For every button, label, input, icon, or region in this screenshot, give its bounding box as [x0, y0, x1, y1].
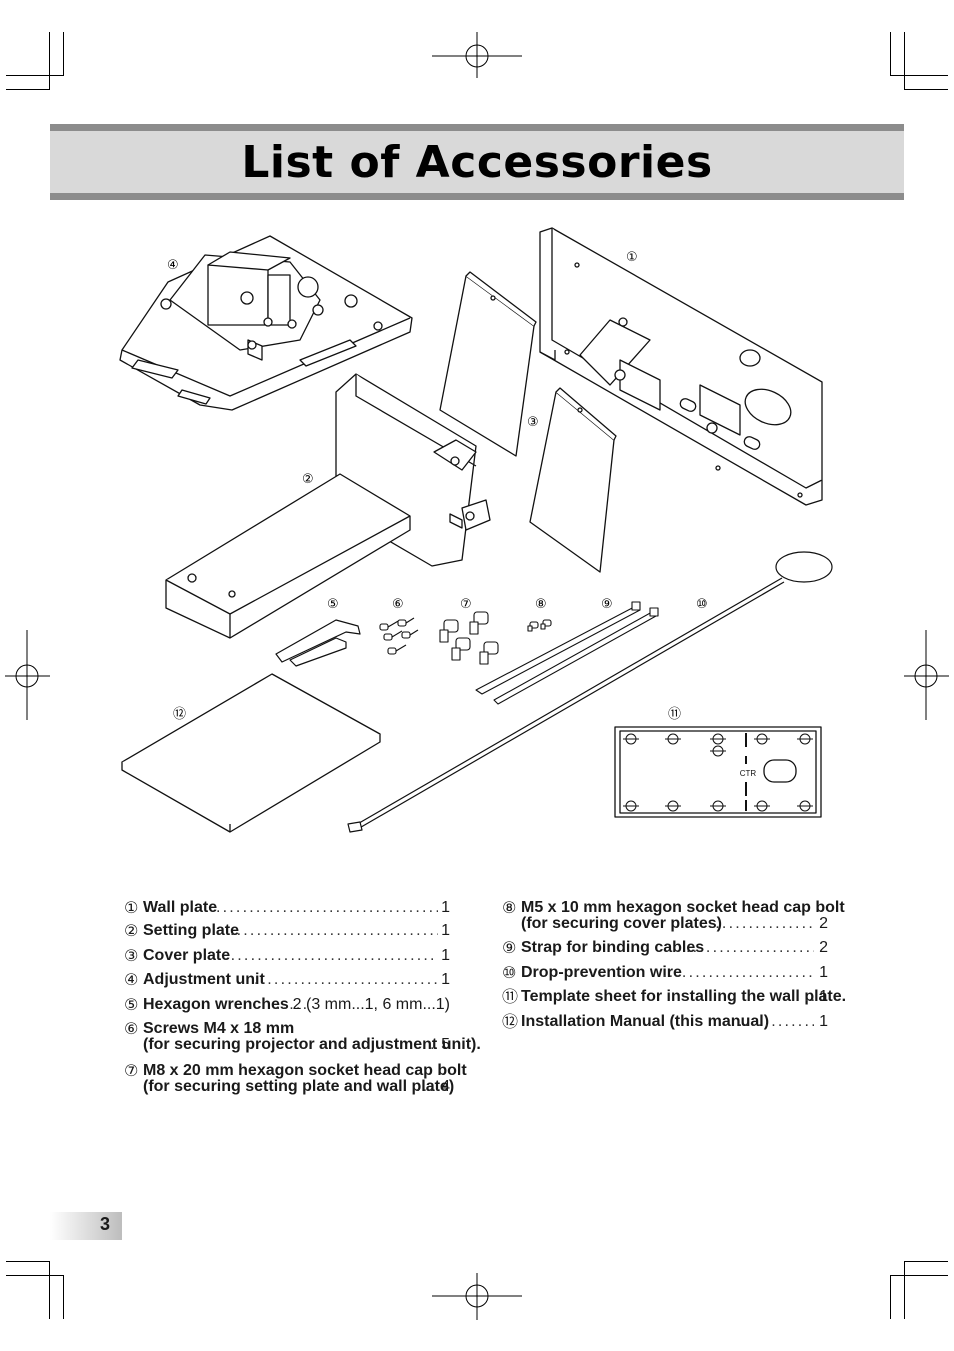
- item-name: Setting plate: [143, 922, 240, 939]
- callout-4: ④: [167, 258, 179, 273]
- drop-prevention-wire-drawing: [347, 551, 833, 833]
- item-purpose: (for securing setting plate and wall pla…: [143, 1078, 455, 1095]
- item-number: ⑪: [502, 989, 519, 1006]
- list-item: ⑪ Template sheet for installing the wall…: [502, 988, 846, 1007]
- list-item: ③ Cover plate ..........................…: [124, 948, 450, 966]
- list-item: ⑩ Drop-prevention wire .................…: [502, 965, 828, 983]
- leader-dots: ........................................…: [224, 948, 438, 964]
- callout-9: ⑨: [601, 597, 613, 612]
- title-banner: List of Accessories: [50, 124, 904, 200]
- item-number: ④: [124, 972, 139, 989]
- list-item: ⑫ Installation Manual (this manual) ....…: [502, 1014, 828, 1032]
- item-number: ⑨: [502, 940, 517, 957]
- item-number: ⑫: [502, 1014, 519, 1031]
- leader-dots: .....: [416, 1079, 438, 1095]
- item-quantity: 2: [819, 915, 828, 932]
- item-quantity: 4: [441, 1078, 450, 1095]
- callout-11: ⑪: [668, 707, 682, 722]
- item-number: ①: [124, 900, 139, 917]
- cover-plate-drawing: [439, 271, 617, 573]
- list-item: ④ Adjustment unit ......................…: [124, 972, 450, 990]
- leader-dots: ............................: [702, 916, 814, 932]
- list-item: ⑥ Screws M4 x 18 mm (for securing projec…: [124, 1020, 481, 1057]
- cable-straps-drawing: [475, 601, 659, 705]
- installation-manual-drawing: [121, 673, 381, 833]
- item-name: Installation Manual (this manual): [521, 1013, 770, 1030]
- item-name: Hexagon wrenches: [143, 996, 289, 1013]
- callout-7: ⑦: [460, 597, 472, 612]
- item-number: ⑧: [502, 900, 517, 917]
- list-item: ⑦ M8 x 20 mm hexagon socket head cap bol…: [124, 1063, 467, 1099]
- item-quantity: 1: [819, 1013, 828, 1030]
- item-name: Strap for binding cables: [521, 939, 705, 956]
- callout-10: ⑩: [696, 597, 708, 612]
- item-name: M5 x 10 mm hexagon socket head cap bolt: [521, 899, 845, 916]
- callout-6: ⑥: [392, 597, 404, 612]
- item-quantity: 1: [441, 971, 450, 988]
- item-quantity: 1: [819, 988, 828, 1005]
- wall-plate-drawing: [539, 227, 823, 506]
- item-name: Wall plate: [143, 899, 218, 916]
- item-name: Cover plate: [143, 947, 231, 964]
- item-quantity: 1: [441, 922, 450, 939]
- callout-5: ⑤: [327, 597, 339, 612]
- list-item: ⑤ Hexagon wrenches ........ 2 (3 mm...1,…: [124, 997, 450, 1015]
- screws-drawing: [379, 617, 419, 655]
- item-quantity: 1: [441, 899, 450, 916]
- item-quantity: 5: [441, 1036, 450, 1053]
- item-number: ③: [124, 948, 139, 965]
- item-quantity: 2 (3 mm...1, 6 mm...1): [292, 996, 450, 1013]
- list-item: ⑨ Strap for binding cables .............…: [502, 940, 828, 958]
- leader-dots: ..: [430, 1037, 438, 1053]
- leader-dots: ......................................: [662, 965, 814, 981]
- item-purpose: (for securing cover plates): [521, 915, 722, 932]
- leader-dots: ................................: [686, 940, 814, 956]
- hexagon-wrenches-drawing: [275, 619, 361, 667]
- page-number: 3: [100, 1214, 111, 1234]
- item-number: ⑩: [502, 965, 517, 982]
- leader-dots: ........................................…: [254, 972, 438, 988]
- item-name: M8 x 20 mm hexagon socket head cap bolt: [143, 1062, 467, 1079]
- item-number: ⑥: [124, 1021, 139, 1038]
- template-sheet-drawing: [614, 726, 822, 818]
- page-number-tab: 3: [50, 1212, 122, 1240]
- item-name: Drop-prevention wire: [521, 964, 682, 981]
- adjustment-unit-drawing: [119, 235, 413, 411]
- setting-plate-drawing: [165, 373, 491, 639]
- leader-dots: ........: [276, 997, 306, 1013]
- callout-3: ③: [527, 415, 539, 430]
- leader-dots: ........................................…: [216, 900, 438, 916]
- item-quantity: 2: [819, 939, 828, 956]
- item-number: ⑤: [124, 997, 139, 1014]
- callout-8: ⑧: [535, 597, 547, 612]
- item-number: ②: [124, 923, 139, 940]
- template-ctr-label: CTR: [740, 769, 757, 778]
- item-name: Adjustment unit: [143, 971, 265, 988]
- cap-bolts-drawing: [439, 611, 499, 665]
- leader-dots: ........................................…: [230, 923, 438, 939]
- callout-2: ②: [302, 472, 314, 487]
- list-item: ① Wall plate ...........................…: [124, 900, 450, 918]
- list-item: ⑧ M5 x 10 mm hexagon socket head cap bol…: [502, 900, 845, 936]
- item-number: ⑦: [124, 1063, 139, 1080]
- leader-dots: ...................: [738, 1014, 814, 1030]
- small-bolts-drawing: [527, 619, 552, 632]
- item-quantity: 1: [441, 947, 450, 964]
- callout-1: ①: [626, 250, 638, 265]
- list-item: ② Setting plate ........................…: [124, 923, 450, 941]
- item-name: Template sheet for installing the wall p…: [521, 988, 847, 1005]
- item-name: Screws M4 x 18 mm: [143, 1020, 295, 1037]
- item-purpose: (for securing projector and adjustment u…: [143, 1036, 481, 1053]
- page-title: List of Accessories: [241, 137, 713, 188]
- callout-12: ⑫: [173, 707, 187, 722]
- item-quantity: 1: [819, 964, 828, 981]
- leader-dots: ..: [804, 989, 814, 1005]
